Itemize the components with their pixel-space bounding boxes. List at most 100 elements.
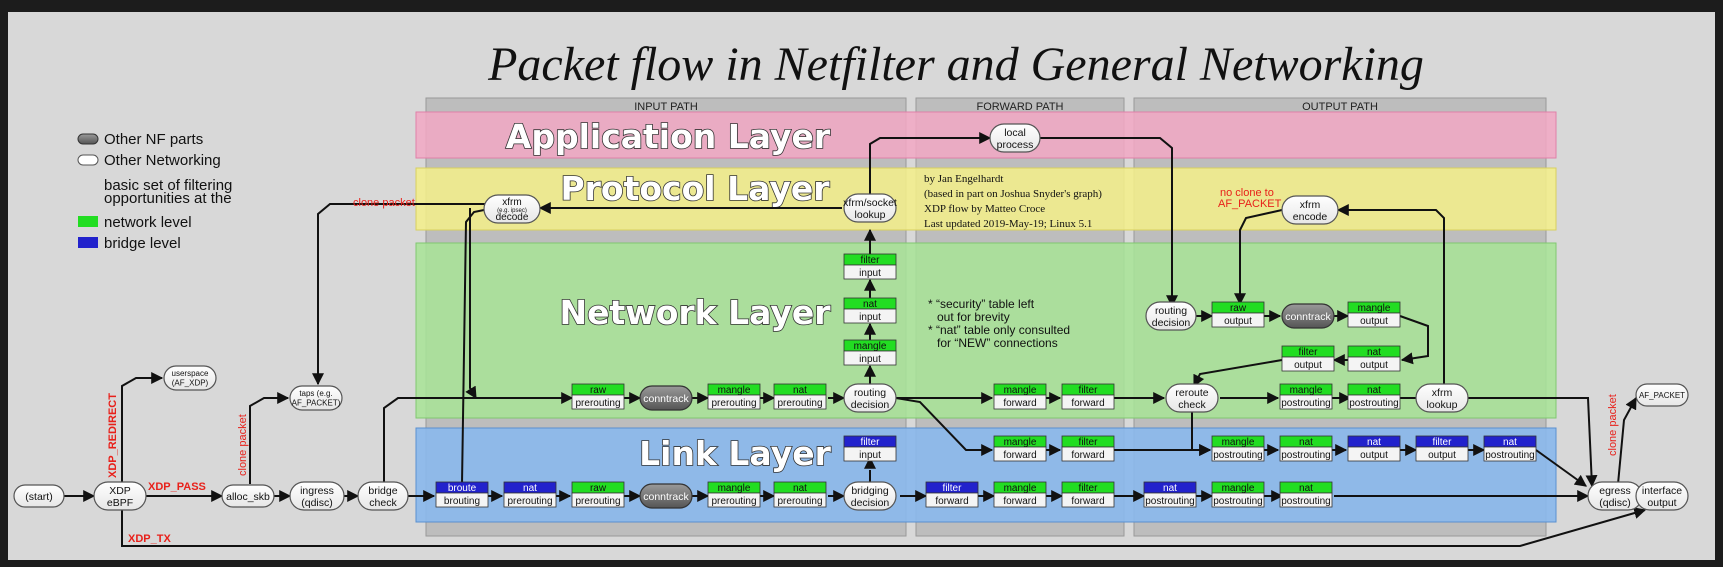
credit-line-4: Last updated 2019-May-19; Linux 5.1 bbox=[924, 218, 1092, 230]
chain-n-nat-post-hook: postrouting bbox=[1349, 398, 1398, 409]
xfrm-lookup-shape bbox=[1415, 383, 1469, 413]
credit-line-1: by Jan Engelhardt bbox=[924, 173, 1003, 185]
chain-n-nat-out-hook-box bbox=[1347, 356, 1401, 372]
xfrm-encode-line-1: xfrm bbox=[1300, 199, 1321, 211]
legend-bridge-level: bridge level bbox=[104, 235, 181, 252]
protocol-layer-label: Protocol Layer bbox=[560, 169, 830, 208]
userspace-af-xdp-line-2: (AF_XDP) bbox=[172, 379, 209, 388]
chain-l-broute-table: broute bbox=[448, 483, 477, 494]
chain-n-mangle-post-hook: postrouting bbox=[1281, 398, 1330, 409]
legend-bridge-swatch bbox=[78, 237, 98, 248]
ingress-qdisc-node: ingress(qdisc) bbox=[289, 481, 345, 511]
chain-b-mangle-fwd-hook: forward bbox=[1003, 450, 1036, 461]
edges bbox=[64, 132, 1647, 547]
conntrack-output-shape bbox=[1281, 303, 1335, 329]
clone-packet-left: clone packet bbox=[237, 414, 249, 476]
chain-b-filter-in-hook: input bbox=[859, 450, 881, 461]
legend-basic-2: opportunities at the bbox=[104, 190, 232, 207]
note-line-2: out for brevity bbox=[937, 310, 1010, 324]
chain-l-mangle-pre-table: mangle bbox=[718, 483, 751, 494]
interface-output-line-2: output bbox=[1647, 497, 1676, 509]
chain-l-mangle-fwd-hook-box bbox=[993, 492, 1047, 508]
chain-n-mangle-out-table: mangle bbox=[1358, 303, 1391, 314]
chain-b-nat-post2-hook: postrouting bbox=[1485, 450, 1534, 461]
chain-b-nat-out-hook: output bbox=[1360, 450, 1388, 461]
local-process-line-1: local bbox=[1004, 127, 1026, 139]
alloc-skb-line-1: alloc_skb bbox=[226, 491, 270, 503]
chain-l-nat-post2-hook: postrouting bbox=[1281, 496, 1330, 507]
chain-n-filter-fwd-hook: forward bbox=[1071, 398, 1104, 409]
xdp-pass-label: XDP_PASS bbox=[148, 481, 206, 493]
conntrack-link-label: conntrack bbox=[643, 491, 689, 503]
chain-n-mangle-fwd-table: mangle bbox=[1004, 385, 1037, 396]
chain-b-mangle-fwd-hook-box bbox=[993, 446, 1047, 462]
chain-n-filter-fwd-table: filter bbox=[1079, 385, 1099, 396]
chain-l-mangle-fwd-hook: forward bbox=[1003, 496, 1036, 507]
chain-l-raw-pre-hook-box bbox=[571, 492, 625, 508]
output-path-title: OUTPUT PATH bbox=[1302, 101, 1378, 113]
chain-n-nat-pre-hook-box bbox=[773, 394, 827, 410]
taps-af-packet-node: taps (e.g.AF_PACKET) bbox=[289, 385, 343, 411]
network-layer-label: Network Layer bbox=[559, 293, 831, 332]
chain-b-nat-post-table: nat bbox=[1299, 437, 1313, 448]
conntrack-network-shape bbox=[639, 385, 693, 411]
chain-b-mangle-fwd: mangle forward bbox=[993, 435, 1047, 462]
chain-b-nat-post2: nat postrouting bbox=[1483, 435, 1537, 462]
xdp-ebpf-shape bbox=[93, 481, 147, 511]
start-line-1: (start) bbox=[25, 491, 52, 503]
chain-n-mangle-fwd-hook-box bbox=[993, 394, 1047, 410]
xfrm-socket-lookup-line-2: lookup bbox=[855, 209, 886, 221]
chain-b-nat-post2-hook-box bbox=[1483, 446, 1537, 462]
chain-l-nat-pre-hook: prerouting bbox=[507, 496, 552, 507]
chain-n-mangle-fwd: mangle forward bbox=[993, 383, 1047, 410]
chain-n-filter-out-table: filter bbox=[1299, 347, 1319, 358]
chain-b-nat-post2-table: nat bbox=[1503, 437, 1517, 448]
reroute-check-shape bbox=[1165, 383, 1219, 413]
chain-n-mangle-fwd-hook: forward bbox=[1003, 398, 1036, 409]
chain-n-mangle-pre-table: mangle bbox=[718, 385, 751, 396]
bridge-check-line-2: check bbox=[369, 497, 397, 509]
chains: rawpreroutingmanglepreroutingnatprerouti… bbox=[435, 253, 1537, 508]
chain-b-nat-post-hook-box bbox=[1279, 446, 1333, 462]
conntrack-link-shape bbox=[639, 483, 693, 509]
chain-b-nat-post-hook: postrouting bbox=[1281, 450, 1330, 461]
alloc-skb-shape bbox=[221, 484, 275, 508]
clone-packet-right: clone packet bbox=[1607, 394, 1619, 456]
chain-b-filter-fwd-hook-box bbox=[1061, 446, 1115, 462]
chain-l-nat-pre2-hook: prerouting bbox=[777, 496, 822, 507]
chain-n-raw-pre-hook: prerouting bbox=[575, 398, 620, 409]
chain-b-mangle-fwd-table: mangle bbox=[1004, 437, 1037, 448]
xfrm-decode-shape bbox=[483, 194, 541, 224]
chain-l-nat-pre-table: nat bbox=[523, 483, 537, 494]
alloc-skb-node: alloc_skb bbox=[221, 484, 275, 508]
reroute-check-line-2: check bbox=[1178, 399, 1206, 411]
chain-n-mangle-out-hook-box bbox=[1347, 312, 1401, 328]
note-line-1: * “security” table left bbox=[928, 297, 1035, 311]
legend-net-swatch bbox=[77, 154, 99, 166]
af-packet-line-1: AF_PACKET bbox=[1639, 391, 1685, 400]
chain-n-nat-pre-table: nat bbox=[793, 385, 807, 396]
input-path-title: INPUT PATH bbox=[634, 101, 698, 113]
chain-n-filter-fwd: filter forward bbox=[1061, 383, 1115, 410]
chain-n-raw-out-hook: output bbox=[1224, 316, 1252, 327]
chain-n-nat-post-table: nat bbox=[1367, 385, 1381, 396]
egress-qdisc-line-1: egress bbox=[1599, 485, 1631, 497]
chain-n-nat-post-hook-box bbox=[1347, 394, 1401, 410]
chain-n-nat-out-hook: output bbox=[1360, 360, 1388, 371]
legend: Other NF parts Other Networking basic se… bbox=[77, 131, 232, 252]
bridging-decision-shape bbox=[843, 481, 897, 511]
